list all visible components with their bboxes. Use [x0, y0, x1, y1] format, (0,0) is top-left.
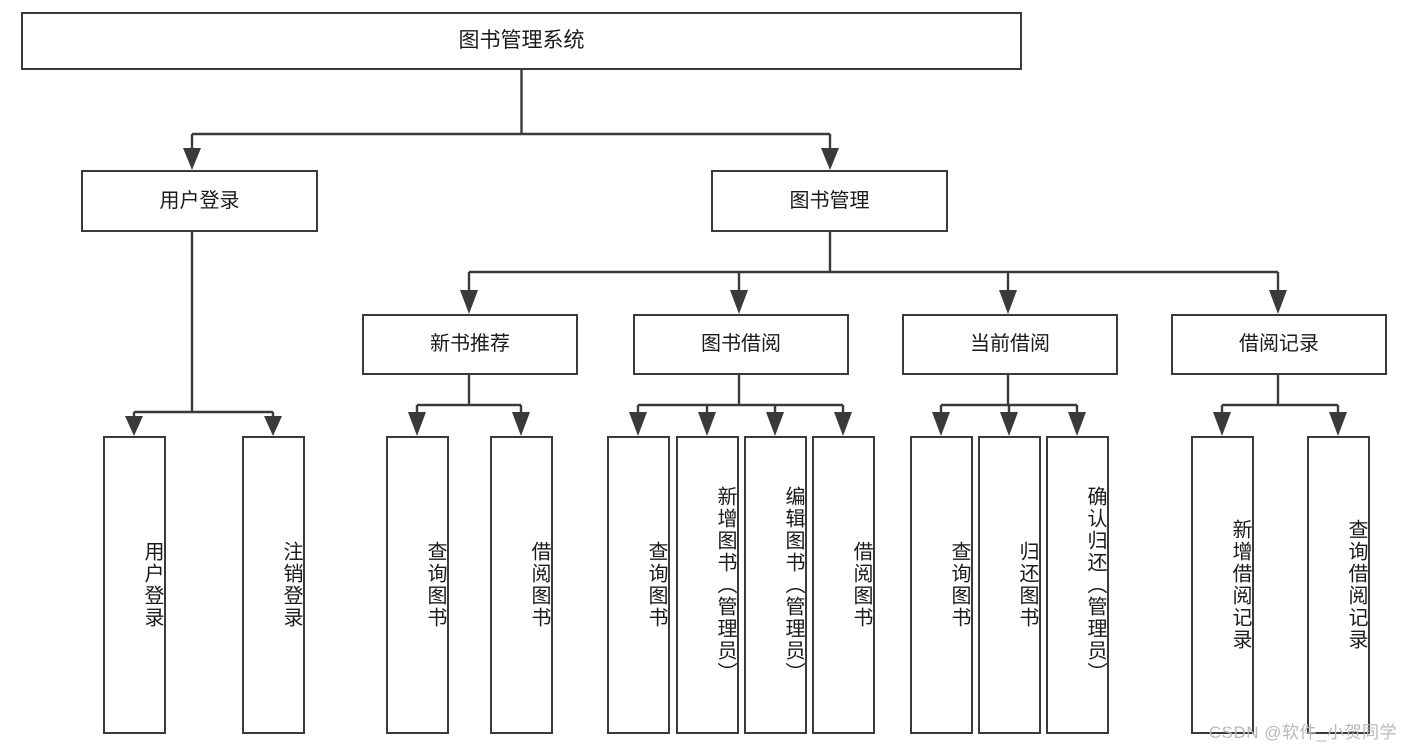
leaf-edit-book[interactable]: 编辑图书（管理员）	[744, 436, 807, 734]
node-book-manage-label: 图书管理	[789, 189, 870, 212]
leaf-add-book-label: 新增图书（管理员）	[714, 486, 736, 684]
leaf-add-record[interactable]: 新增借阅记录	[1191, 436, 1254, 734]
node-user-login[interactable]: 用户登录	[81, 170, 318, 232]
node-root-label: 图书管理系统	[458, 28, 585, 52]
node-current-borrow[interactable]: 当前借阅	[902, 314, 1118, 375]
leaf-user-logout-label: 注销登录	[280, 541, 302, 629]
arrow-leaf-edit-book	[766, 412, 784, 436]
arrow-leaf-add-record	[1213, 412, 1231, 436]
leaf-query-book-3[interactable]: 查询图书	[910, 436, 973, 734]
arrow-book-manage	[821, 148, 839, 170]
leaf-borrow-book-2-label: 借阅图书	[850, 541, 872, 629]
node-root[interactable]: 图书管理系统	[21, 12, 1022, 70]
arrow-leaf-user-logout	[264, 416, 282, 436]
leaf-query-record[interactable]: 查询借阅记录	[1307, 436, 1370, 734]
leaf-user-login-label: 用户登录	[141, 541, 163, 629]
arrow-leaf-borrow-book-2	[834, 412, 852, 436]
arrow-leaf-query-book-2	[629, 412, 647, 436]
csdn-watermark: CSDN @软件_小贺同学	[1208, 723, 1397, 742]
arrow-borrow-record	[1269, 290, 1287, 314]
arrow-user-login	[183, 148, 201, 170]
leaf-borrow-book-1-label: 借阅图书	[528, 541, 550, 629]
arrow-leaf-query-record	[1329, 412, 1347, 436]
leaf-borrow-book-1[interactable]: 借阅图书	[490, 436, 553, 734]
node-current-borrow-label: 当前借阅	[970, 333, 1050, 355]
leaf-query-record-label: 查询借阅记录	[1345, 519, 1367, 651]
arrow-new-book-recommend	[460, 290, 478, 314]
leaf-query-book-1[interactable]: 查询图书	[386, 436, 449, 734]
leaf-return-book[interactable]: 归还图书	[978, 436, 1041, 734]
node-borrow-record[interactable]: 借阅记录	[1171, 314, 1387, 375]
node-book-borrow[interactable]: 图书借阅	[633, 314, 849, 375]
arrow-leaf-add-book	[698, 412, 716, 436]
node-new-book-recommend-label: 新书推荐	[430, 333, 510, 355]
leaf-return-book-label: 归还图书	[1016, 541, 1038, 629]
leaf-confirm-return[interactable]: 确认归还（管理员）	[1046, 436, 1109, 734]
arrow-book-borrow	[730, 290, 748, 314]
leaf-add-record-label: 新增借阅记录	[1229, 519, 1251, 651]
leaf-query-book-2[interactable]: 查询图书	[607, 436, 670, 734]
node-book-borrow-label: 图书借阅	[701, 333, 781, 355]
arrow-current-borrow	[999, 290, 1017, 314]
arrow-leaf-query-book-3	[932, 412, 950, 436]
leaf-user-logout[interactable]: 注销登录	[242, 436, 305, 734]
leaf-user-login[interactable]: 用户登录	[103, 436, 166, 734]
node-book-manage[interactable]: 图书管理	[711, 170, 948, 232]
leaf-query-book-2-label: 查询图书	[645, 541, 667, 629]
arrow-leaf-user-login	[125, 416, 143, 436]
leaf-confirm-return-label: 确认归还（管理员）	[1084, 486, 1106, 684]
leaf-query-book-3-label: 查询图书	[948, 541, 970, 629]
node-borrow-record-label: 借阅记录	[1239, 333, 1319, 355]
leaf-add-book[interactable]: 新增图书（管理员）	[676, 436, 739, 734]
arrow-leaf-borrow-book-1	[512, 412, 530, 436]
node-new-book-recommend[interactable]: 新书推荐	[362, 314, 578, 375]
arrow-leaf-return-book	[1000, 412, 1018, 436]
leaf-borrow-book-2[interactable]: 借阅图书	[812, 436, 875, 734]
leaf-edit-book-label: 编辑图书（管理员）	[782, 486, 804, 684]
arrow-leaf-query-book-1	[408, 412, 426, 436]
leaf-query-book-1-label: 查询图书	[424, 541, 446, 629]
arrow-leaf-confirm-return	[1068, 412, 1086, 436]
node-user-login-label: 用户登录	[159, 189, 240, 212]
